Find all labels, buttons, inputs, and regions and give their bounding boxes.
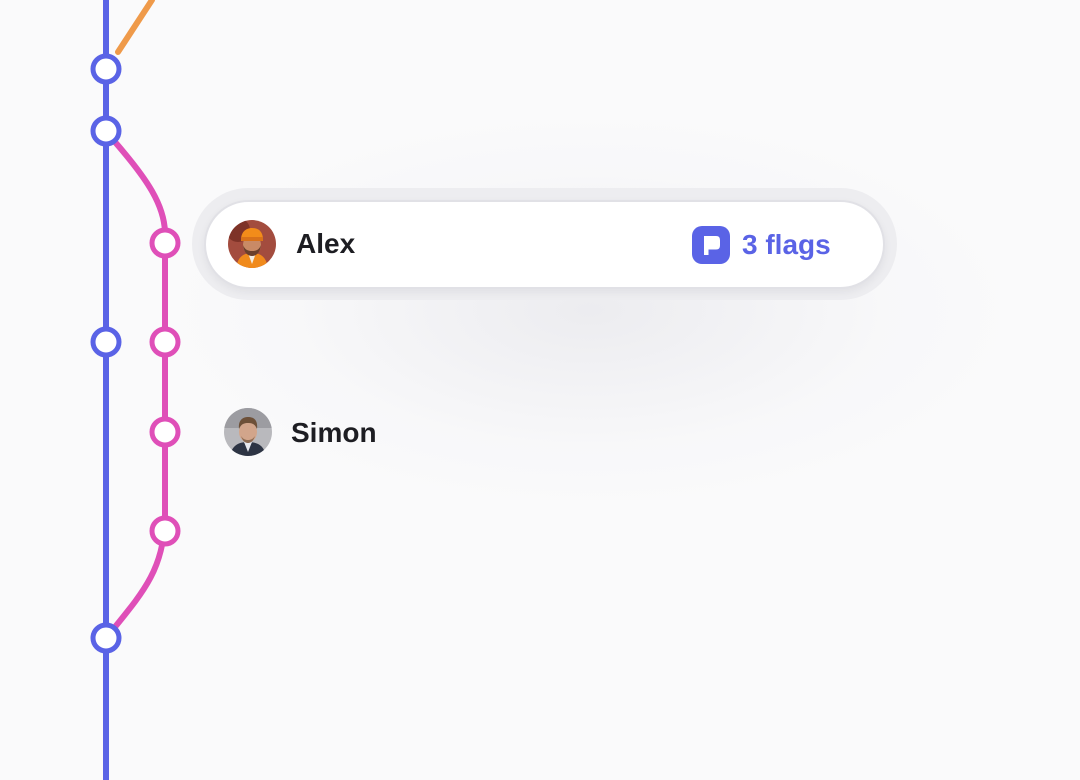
flags-link[interactable]: 3 flags (692, 226, 831, 264)
commit-node[interactable] (149, 326, 181, 358)
avatar (224, 408, 272, 456)
avatar (228, 220, 276, 268)
feature-branch-line (112, 139, 168, 630)
commit-node[interactable] (90, 53, 122, 85)
commit-author-name: Simon (291, 417, 377, 448)
commit-node[interactable] (90, 115, 122, 147)
commit-node[interactable] (149, 416, 181, 448)
commit-node[interactable] (149, 515, 181, 547)
person-avatar-icon (228, 220, 276, 268)
commit-node[interactable] (90, 326, 122, 358)
commit-node[interactable] (90, 622, 122, 654)
flags-count-label: 3 flags (742, 229, 831, 260)
commit-card[interactable] (204, 200, 885, 289)
person-avatar-icon (224, 408, 272, 456)
commit-node[interactable] (149, 227, 181, 259)
flag-icon (692, 226, 730, 264)
side-branch-line (115, 0, 155, 55)
commit-author-name: Alex (296, 228, 356, 259)
